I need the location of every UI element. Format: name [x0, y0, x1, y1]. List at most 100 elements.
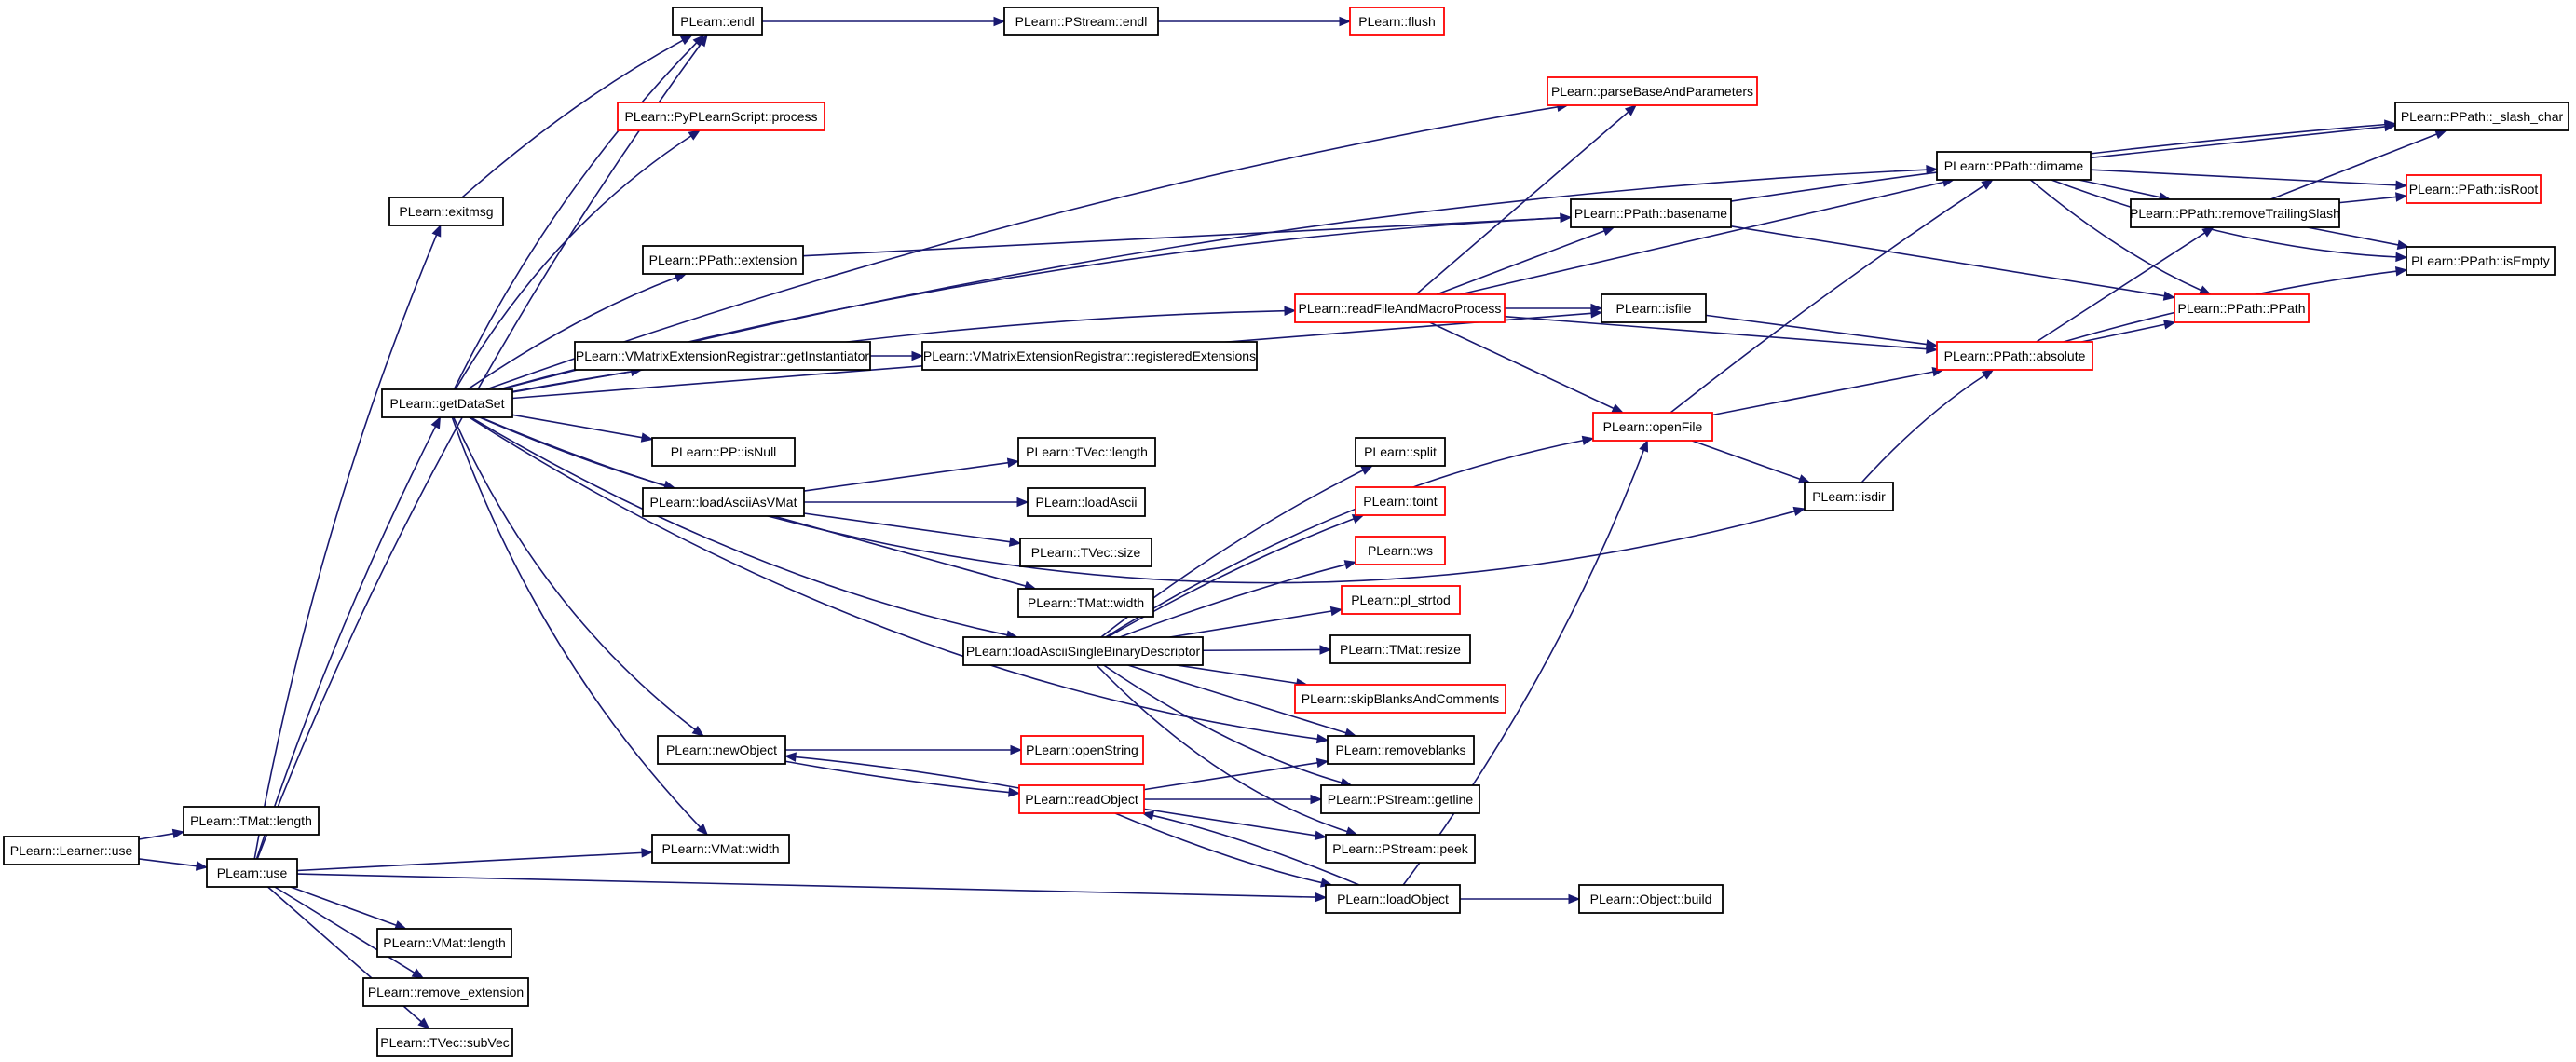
- edge-line: [469, 416, 1318, 740]
- node-tmat-width[interactable]: PLearn::TMat::width: [1017, 588, 1154, 618]
- edge-line: [256, 43, 702, 860]
- node-loadobject[interactable]: PLearn::loadObject: [1325, 884, 1461, 914]
- node-endl[interactable]: PLearn::endl: [672, 7, 763, 36]
- node-loadasciisingle[interactable]: PLearn::loadAsciiSingleBinaryDescriptor: [962, 636, 1204, 666]
- edge-loadasciisingle-to-tmat_resize: [1202, 645, 1332, 655]
- edge-line: [451, 416, 702, 828]
- node-label: PLearn::PyPLearnScript::process: [625, 109, 818, 124]
- edge-line: [296, 873, 1316, 898]
- node-box: [381, 388, 513, 418]
- edge-line: [1202, 648, 1321, 652]
- arrowhead: [431, 224, 442, 238]
- edge-ppath_dirname-to-ppath_isempty: [2051, 179, 2408, 263]
- edge-line: [470, 416, 1008, 636]
- node-readobject[interactable]: PLearn::readObject: [1018, 784, 1145, 814]
- arrowhead: [993, 16, 1006, 27]
- node-ppath-slash[interactable]: PLearn::PPath::_slash_char: [2394, 102, 2569, 131]
- arrowhead: [1601, 226, 1615, 236]
- node-box: [1294, 293, 1506, 323]
- node-label: PLearn::toint: [1363, 494, 1437, 509]
- node-flush[interactable]: PLearn::flush: [1349, 7, 1445, 36]
- node-tmat-length[interactable]: PLearn::TMat::length: [183, 806, 320, 836]
- node-isfile[interactable]: PLearn::isfile: [1601, 293, 1707, 323]
- edge-loadasciiasvmat-to-tvec_size: [803, 512, 1022, 547]
- node-pp-isnull[interactable]: PLearn::PP::isNull: [651, 437, 796, 467]
- edge-learner_use-to-tmat_length: [138, 828, 185, 840]
- node-label: PLearn::skipBlanksAndComments: [1302, 691, 1499, 706]
- arrowhead: [1284, 306, 1297, 316]
- node-removeblanks[interactable]: PLearn::removeblanks: [1327, 735, 1475, 765]
- node-object-build[interactable]: PLearn::Object::build: [1578, 884, 1724, 914]
- edge-getdataset-to-vmat_width: [451, 416, 709, 836]
- node-ppath-isroot[interactable]: PLearn::PPath::isRoot: [2406, 174, 2542, 204]
- node-ppath-ext[interactable]: PLearn::PPath::extension: [642, 245, 804, 275]
- edge-ppath_dirname-to-ppath_ppath: [2029, 179, 2212, 295]
- node-use[interactable]: PLearn::use: [206, 858, 298, 888]
- node-ppath-removets[interactable]: PLearn::PPath::removeTrailingSlash: [2130, 198, 2340, 228]
- node-ws[interactable]: PLearn::ws: [1355, 536, 1446, 565]
- arrowhead: [691, 725, 704, 737]
- node-vmat-width[interactable]: PLearn::VMat::width: [651, 834, 790, 864]
- node-openfile[interactable]: PLearn::openFile: [1592, 412, 1713, 442]
- node-box: [1355, 536, 1446, 565]
- node-split[interactable]: PLearn::split: [1355, 437, 1446, 467]
- node-newobject[interactable]: PLearn::newObject: [657, 735, 786, 765]
- edge-use-to-endl: [256, 34, 708, 860]
- node-pstream-peek[interactable]: PLearn::PStream::peek: [1325, 834, 1476, 864]
- edge-line: [500, 169, 1928, 390]
- node-tvec-length[interactable]: PLearn::TVec::length: [1017, 437, 1156, 467]
- node-skipblanks[interactable]: PLearn::skipBlanksAndComments: [1294, 684, 1506, 714]
- node-box: [642, 487, 805, 517]
- node-exitmsg[interactable]: PLearn::exitmsg: [388, 197, 504, 226]
- arrowhead: [2201, 226, 2215, 238]
- node-vmext-getinst[interactable]: PLearn::VMatrixExtensionRegistrar::getIn…: [574, 341, 871, 371]
- node-box: [1017, 437, 1156, 467]
- node-label: PLearn::isdir: [1812, 489, 1886, 504]
- node-readfilemacro[interactable]: PLearn::readFileAndMacroProcess: [1294, 293, 1506, 323]
- node-tmat-resize[interactable]: PLearn::TMat::resize: [1329, 634, 1471, 664]
- node-parsebase[interactable]: PLearn::parseBaseAndParameters: [1547, 76, 1758, 106]
- node-tvec-subvec[interactable]: PLearn::TVec::subVec: [376, 1028, 513, 1057]
- arrowhead: [641, 848, 654, 858]
- node-remove-extension[interactable]: PLearn::remove_extension: [362, 977, 529, 1007]
- node-pypscript[interactable]: PLearn::PyPLearnScript::process: [617, 102, 825, 131]
- arrowhead: [2395, 252, 2408, 263]
- node-box: [376, 1028, 513, 1057]
- edge-line: [1105, 439, 1584, 638]
- node-box: [642, 245, 804, 275]
- node-openstring[interactable]: PLearn::openString: [1020, 735, 1144, 765]
- node-isdir[interactable]: PLearn::isdir: [1804, 482, 1894, 511]
- edge-loadasciisingle-to-pl_strtod: [1169, 606, 1343, 638]
- node-label: PLearn::split: [1364, 444, 1437, 459]
- node-ppath-ppath[interactable]: PLearn::PPath::PPath: [2174, 293, 2310, 323]
- node-loadasciiasvmat[interactable]: PLearn::loadAsciiAsVMat: [642, 487, 805, 517]
- arrowhead: [1981, 369, 1995, 380]
- node-pstream-endl[interactable]: PLearn::PStream::endl: [1003, 7, 1159, 36]
- edge-line: [461, 39, 684, 198]
- node-box: [1329, 634, 1471, 664]
- node-pstream-getline[interactable]: PLearn::PStream::getline: [1320, 784, 1480, 814]
- edge-ppath_absolute-to-ppath_ppath: [2080, 320, 2176, 343]
- node-ppath-isempty[interactable]: PLearn::PPath::isEmpty: [2406, 246, 2556, 276]
- node-ppath-dirname[interactable]: PLearn::PPath::dirname: [1936, 151, 2092, 181]
- node-learner-use[interactable]: PLearn::Learner::use: [3, 836, 140, 865]
- node-box: [1018, 784, 1145, 814]
- edge-line: [1436, 230, 1605, 295]
- node-toint[interactable]: PLearn::toint: [1355, 486, 1446, 516]
- node-label: PLearn::loadAsciiAsVMat: [650, 495, 797, 510]
- edge-loadasciisingle-to-openfile: [1105, 435, 1595, 638]
- node-ppath-absolute[interactable]: PLearn::PPath::absolute: [1936, 341, 2093, 371]
- node-loadascii[interactable]: PLearn::loadAscii: [1027, 487, 1146, 517]
- node-vmat-length[interactable]: PLearn::VMat::length: [376, 928, 512, 958]
- edge-learner_use-to-use: [138, 858, 209, 871]
- node-tvec-size[interactable]: PLearn::TVec::size: [1019, 538, 1152, 567]
- node-getdataset[interactable]: PLearn::getDataSet: [381, 388, 513, 418]
- node-pl-strtod[interactable]: PLearn::pl_strtod: [1341, 585, 1461, 615]
- node-label: PLearn::parseBaseAndParameters: [1551, 84, 1753, 99]
- node-vmext-regext[interactable]: PLearn::VMatrixExtensionRegistrar::regis…: [921, 341, 1258, 371]
- arrowhead: [696, 824, 709, 836]
- node-ppath-basename[interactable]: PLearn::PPath::basename: [1570, 198, 1732, 228]
- edge-loadasciisingle-to-skipblanks: [1176, 664, 1309, 688]
- node-box: [2130, 198, 2340, 228]
